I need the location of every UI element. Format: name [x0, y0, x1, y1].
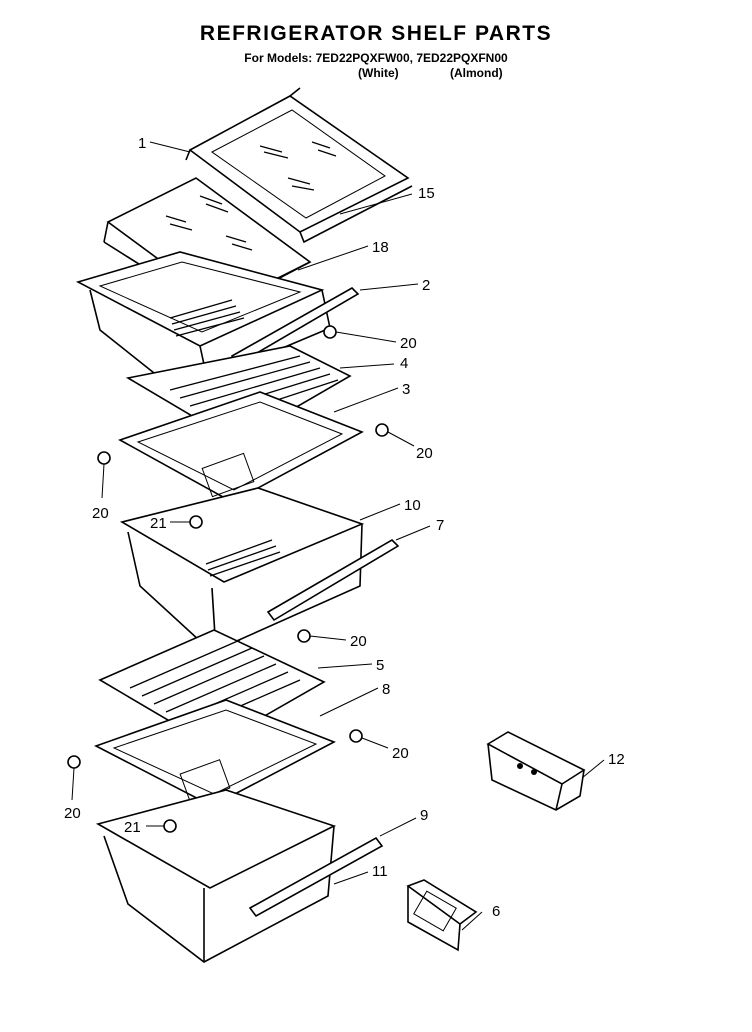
callout-20-c: 20 — [92, 505, 109, 522]
crisper-frame-part-3 — [118, 391, 364, 503]
callout-20-d: 20 — [350, 633, 367, 650]
callout-10: 10 — [404, 497, 421, 514]
diagram-title: REFRIGERATOR SHELF PARTS — [199, 22, 553, 45]
callout-20-e: 20 — [392, 745, 409, 762]
crisper-frame-part-8 — [93, 699, 336, 807]
callout-20-a: 20 — [400, 335, 417, 352]
callout-6: 6 — [492, 903, 500, 920]
fasteners — [67, 325, 389, 833]
callout-labels: 1 15 18 2 20 4 3 20 20 10 7 21 20 5 8 20… — [64, 135, 625, 920]
callout-20-f: 20 — [64, 805, 81, 822]
door-bin-part-12 — [486, 731, 586, 811]
crisper-drawer-part-9 — [95, 789, 384, 963]
callout-9: 9 — [420, 807, 428, 824]
callout-18: 18 — [372, 239, 389, 256]
callout-4: 4 — [400, 355, 408, 372]
callout-7: 7 — [436, 517, 444, 534]
callout-12: 12 — [608, 751, 625, 768]
callout-8: 8 — [382, 681, 390, 698]
callout-5: 5 — [376, 657, 384, 674]
callout-20-b: 20 — [416, 445, 433, 462]
models-line: For Models: 7ED22PQXFW00, 7ED22PQXFN00 — [244, 51, 508, 65]
leader-lines — [71, 141, 605, 931]
glass-shelf-part-15 — [185, 87, 413, 244]
callout-3: 3 — [402, 381, 410, 398]
variant-almond: (Almond) — [450, 66, 503, 80]
callout-15: 15 — [418, 185, 435, 202]
variant-white: (White) — [358, 66, 399, 80]
callout-21-a: 21 — [150, 515, 167, 532]
bracket-part-6 — [406, 879, 478, 952]
callout-1: 1 — [138, 135, 146, 152]
callout-11: 11 — [372, 863, 388, 880]
crisper-drawer-part-2 — [75, 251, 360, 393]
crisper-drawer-part-10 — [119, 487, 400, 653]
callout-2: 2 — [422, 277, 430, 294]
callout-21-b: 21 — [124, 819, 141, 836]
